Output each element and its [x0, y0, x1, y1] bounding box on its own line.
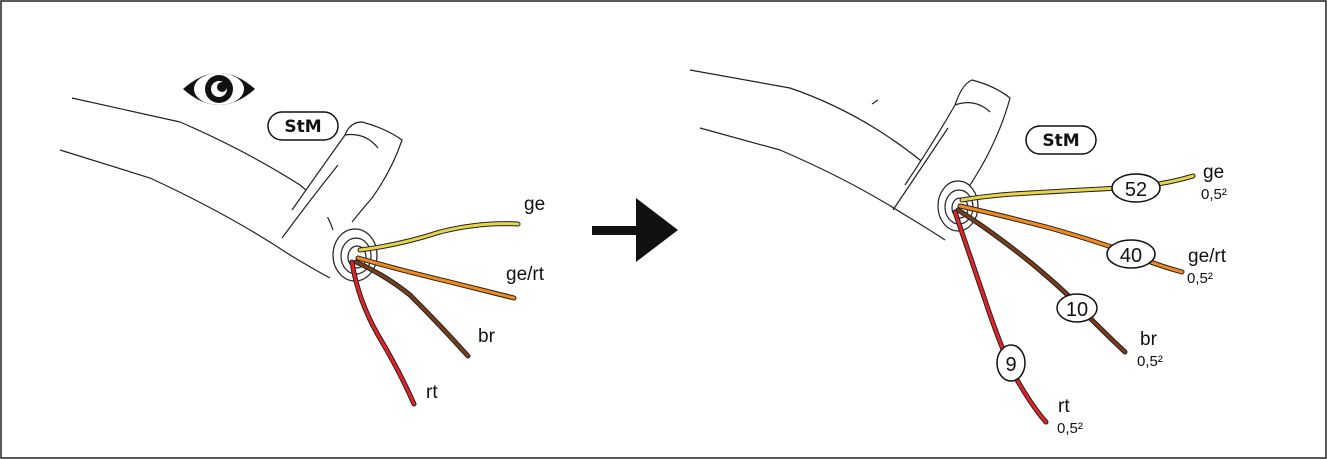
right-view: StM 52 40 10 9 ge 0,5² ge/rt 0,5² br 0,5… [689, 69, 1227, 437]
right-label-ge-rt: ge/rt [1188, 246, 1227, 267]
right-cross-section-ge: 0,5² [1201, 186, 1227, 203]
marker-tag-9: 9 [996, 344, 1026, 382]
marker-9-text: 9 [1005, 354, 1016, 376]
right-wire-br [955, 207, 1128, 355]
left-wire-br [353, 259, 471, 359]
left-wire-rt [349, 259, 417, 407]
marker-52-text: 52 [1125, 179, 1147, 201]
left-wires [349, 221, 521, 407]
marker-40-text: 40 [1120, 245, 1142, 267]
marker-tag-40: 40 [1106, 239, 1156, 269]
left-label-rt: rt [426, 382, 438, 403]
marker-10-text: 10 [1066, 299, 1088, 321]
left-view: StM ge ge/rt br rt [59, 73, 545, 407]
left-label-br: br [478, 326, 496, 347]
eye-icon [183, 73, 255, 105]
left-wire-ge [357, 221, 521, 253]
left-label-ge: ge [524, 194, 545, 215]
left-wire-ge-rt [355, 255, 517, 301]
right-label-rt: rt [1058, 396, 1070, 417]
right-cross-section-br: 0,5² [1137, 353, 1163, 370]
right-label-ge: ge [1203, 162, 1224, 183]
marker-tag-10: 10 [1056, 293, 1098, 323]
right-cross-section-rt: 0,5² [1057, 420, 1083, 437]
left-label-ge-rt: ge/rt [506, 264, 545, 285]
right-cross-section-ge-rt: 0,5² [1187, 270, 1213, 287]
right-wires [952, 173, 1196, 425]
right-stm-text: StM [1042, 131, 1079, 151]
right-label-br: br [1140, 329, 1158, 350]
right-wire-ge-rt [957, 203, 1185, 275]
left-cable-sheath [59, 97, 403, 282]
marker-tag-52: 52 [1111, 173, 1161, 203]
right-arrow-icon [592, 198, 678, 262]
right-wire-rt [952, 209, 1049, 425]
left-stm-text: StM [284, 117, 321, 137]
right-stm-badge: StM [1025, 125, 1097, 155]
left-stm-badge: StM [267, 111, 339, 141]
